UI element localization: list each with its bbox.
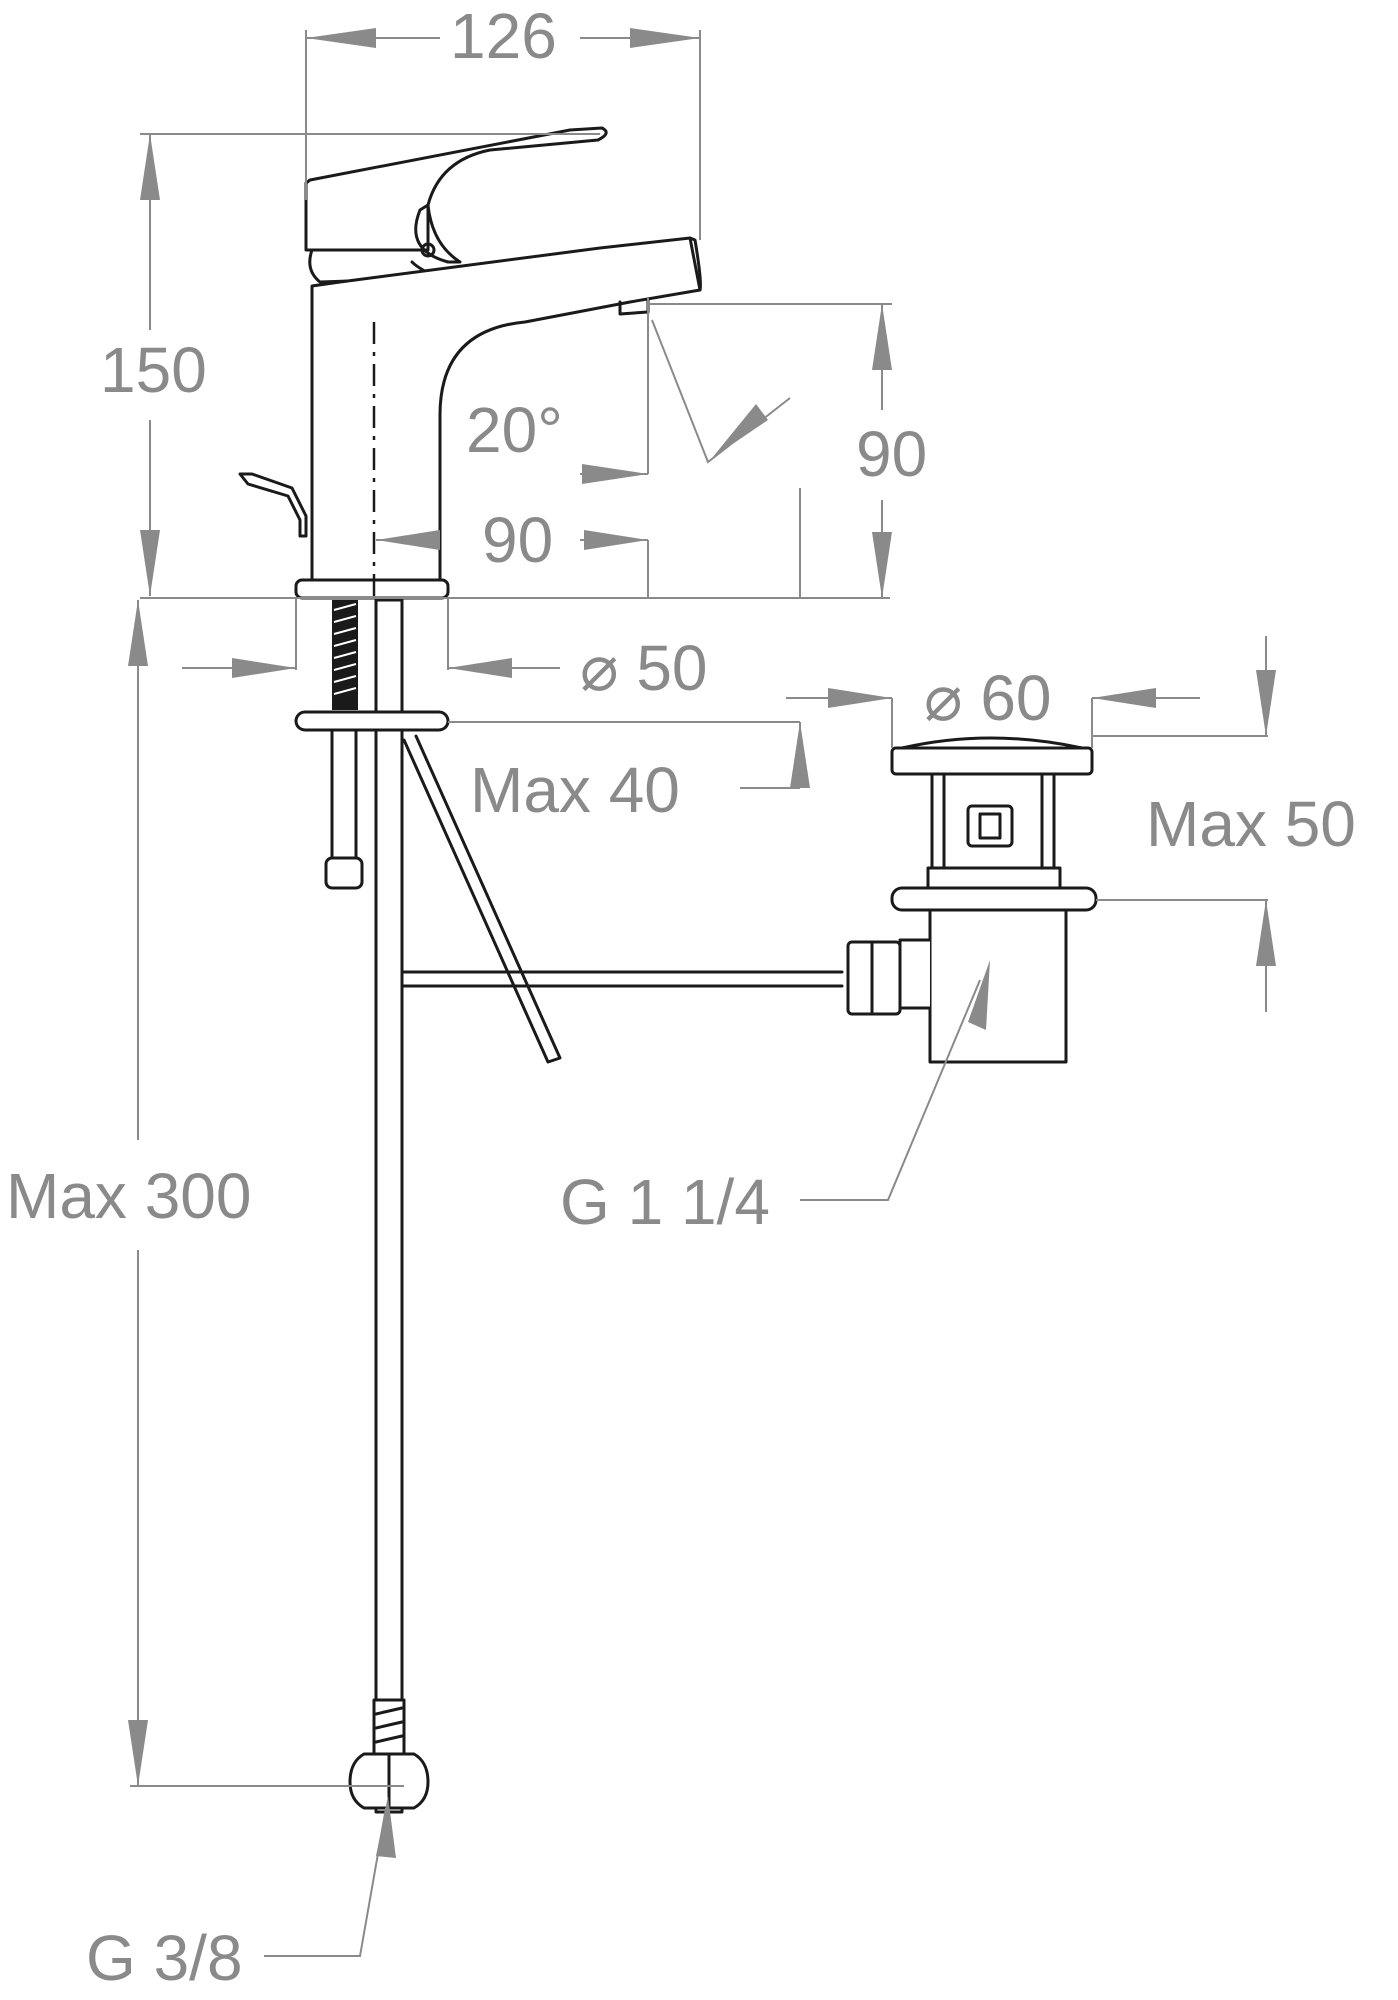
label-max-40: Max 40 [470,754,680,826]
lever-cap [414,203,462,264]
waste-outlet [898,938,930,1010]
waste-plug-top [900,736,1084,750]
arrow-150-bottom [140,530,160,596]
dimension-lines [128,28,1276,1957]
arrow-g38 [376,1796,396,1858]
crimp-lines [374,1706,404,1744]
pull-rod [402,970,844,988]
waste-body-upper [930,772,1056,880]
label-g-1-1-4: G 1 1/4 [560,1166,770,1238]
arrow-90h-top [872,304,892,370]
under-deck-assembly [294,598,844,1814]
mixer-tap [238,126,702,600]
popup-rod [238,472,308,538]
label-20-deg: 20° [466,394,563,466]
arrow-g114 [968,960,990,1030]
arrow-60-left [828,688,892,708]
label-g-3-8: G 3/8 [86,1922,243,1994]
label-90-height: 90 [856,418,927,490]
thread-lines [333,603,357,695]
lever-screw [420,242,436,258]
popup-waste [846,736,1098,1064]
linkage-rod [402,734,562,1064]
waste-slot [966,804,1014,848]
lever-handle [304,126,608,252]
waste-slot-inner [978,812,1002,840]
spout [310,236,702,582]
arrow-126-right [630,28,700,48]
arrow-90h-bottom [872,532,892,598]
label-diameter-60: ⌀ 60 [924,662,1052,734]
dimension-labels: 126 150 20° 90 90 ⌀ 50 ⌀ 60 Max 40 Max 5… [6,0,1356,1994]
lift-rod [330,728,358,860]
waste-plug [890,746,1094,776]
waste-flange [890,886,1098,912]
label-max-300: Max 300 [6,1160,251,1232]
arrow-60-right [1092,688,1156,708]
arrow-50-right [448,658,512,678]
arrow-300-top [128,600,148,666]
arrow-90r-right [584,530,648,550]
label-150: 150 [100,334,207,406]
arrow-20-left [582,464,648,484]
arrow-50max-top [1256,670,1276,736]
fixing-washer [294,710,450,732]
waste-ribs [942,772,1044,880]
tap-base [294,578,450,600]
outlet-nut [846,940,902,1016]
spout-tip [688,236,702,292]
supply-hose [374,598,404,1814]
label-126: 126 [450,0,557,72]
arrow-50-left [232,658,296,678]
arrow-90r-left [376,530,440,550]
arrow-50max-bottom [1256,900,1276,966]
label-max-50: Max 50 [1146,788,1356,860]
label-90-reach: 90 [482,504,553,576]
waste-body-lower [928,908,1068,1064]
arrow-300-bottom [128,1720,148,1786]
arrow-126-left [306,28,376,48]
arrow-40 [790,722,810,788]
arrow-20-right [712,404,768,458]
label-diameter-50: ⌀ 50 [580,632,708,704]
arrow-150-top [140,134,160,200]
rod-nut [324,856,364,890]
waste-collar [926,866,1062,890]
